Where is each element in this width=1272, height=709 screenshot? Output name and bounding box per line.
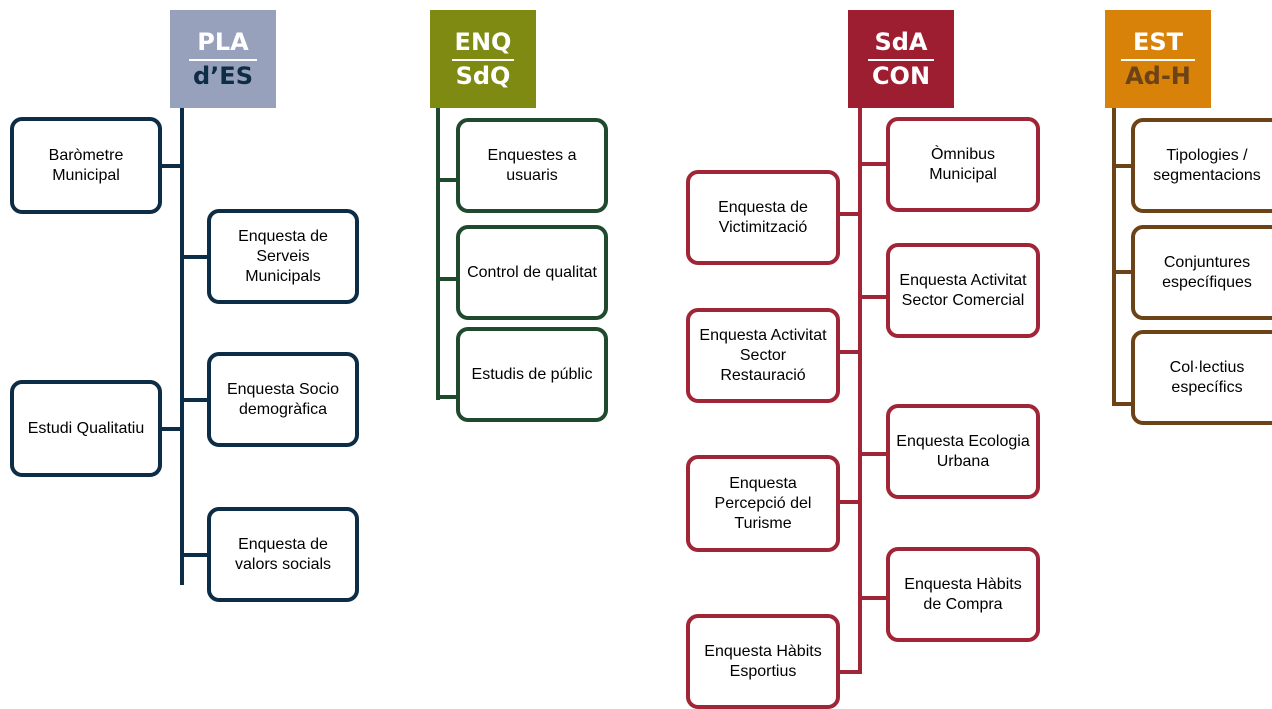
connector-line	[182, 553, 210, 557]
box-enquesta-percepcio-turisme: Enquesta Percepció del Turisme	[686, 455, 840, 552]
est-adh-header: EST Ad-H	[1105, 10, 1211, 108]
box-enquesta-socio-demografica: Enquesta Socio demogràfica	[207, 352, 359, 447]
box-enquesta-activitat-sector-comercial: Enquesta Activitat Sector Comercial	[886, 243, 1040, 338]
connector-line	[160, 164, 182, 168]
enq-sdq-header: ENQ SdQ	[430, 10, 536, 108]
connector-line	[438, 395, 458, 399]
box-enquesta-habits-compra: Enquesta Hàbits de Compra	[886, 547, 1040, 642]
box-enquesta-serveis-municipals: Enquesta de Serveis Municipals	[207, 209, 359, 304]
enq-sdq-header-line2: SdQ	[451, 59, 515, 91]
box-enquesta-activitat-sector-restauracio: Enquesta Activitat Sector Restauració	[686, 308, 840, 403]
box-enquesta-habits-esportius: Enquesta Hàbits Esportius	[686, 614, 840, 709]
est-adh-header-line2: Ad-H	[1121, 59, 1195, 91]
connector-line	[182, 398, 210, 402]
connector-line	[840, 212, 860, 216]
box-col-lectius-especifics: Col·lectius específics	[1131, 330, 1272, 425]
connector-line	[860, 452, 888, 456]
sda-con-header: SdA CON	[848, 10, 954, 108]
connector-line	[1114, 164, 1134, 168]
box-omnibus-municipal: Òmnibus Municipal	[886, 117, 1040, 212]
enq-sdq-header-line1: ENQ	[454, 28, 512, 56]
connector-line	[438, 277, 458, 281]
box-enquesta-ecologia-urbana: Enquesta Ecologia Urbana	[886, 404, 1040, 499]
pla-des-header: PLA d’ES	[170, 10, 276, 108]
connector-line	[840, 670, 860, 674]
connector-line	[840, 350, 860, 354]
box-conjuntures-especifiques: Conjuntures específiques	[1131, 225, 1272, 320]
box-enquestes-usuaris: Enquestes a usuaris	[456, 118, 608, 213]
box-tipologies-segmentacions: Tipologies / segmentacions	[1131, 118, 1272, 213]
sda-con-header-line2: CON	[867, 59, 935, 91]
box-control-qualitat: Control de qualitat	[456, 225, 608, 320]
box-estudi-qualitatiu: Estudi Qualitatiu	[10, 380, 162, 477]
connector-line	[858, 108, 862, 674]
connector-line	[860, 295, 888, 299]
connector-line	[1112, 108, 1116, 406]
connector-line	[1114, 402, 1134, 406]
box-estudis-public: Estudis de públic	[456, 327, 608, 422]
connector-line	[860, 596, 888, 600]
est-adh-header-line1: EST	[1132, 28, 1184, 56]
connector-line	[180, 108, 184, 585]
pla-des-header-line1: PLA	[197, 28, 249, 56]
connector-line	[160, 427, 182, 431]
box-barometre-municipal: Baròmetre Municipal	[10, 117, 162, 214]
box-enquesta-victimitzacio: Enquesta de Victimització	[686, 170, 840, 265]
connector-line	[438, 178, 458, 182]
pla-des-header-line2: d’ES	[189, 59, 257, 91]
connector-line	[860, 162, 888, 166]
connector-line	[182, 255, 210, 259]
sda-con-header-line1: SdA	[874, 28, 928, 56]
connector-line	[840, 500, 860, 504]
connector-line	[436, 108, 440, 400]
connector-line	[1114, 270, 1134, 274]
box-enquesta-valors-socials: Enquesta de valors socials	[207, 507, 359, 602]
